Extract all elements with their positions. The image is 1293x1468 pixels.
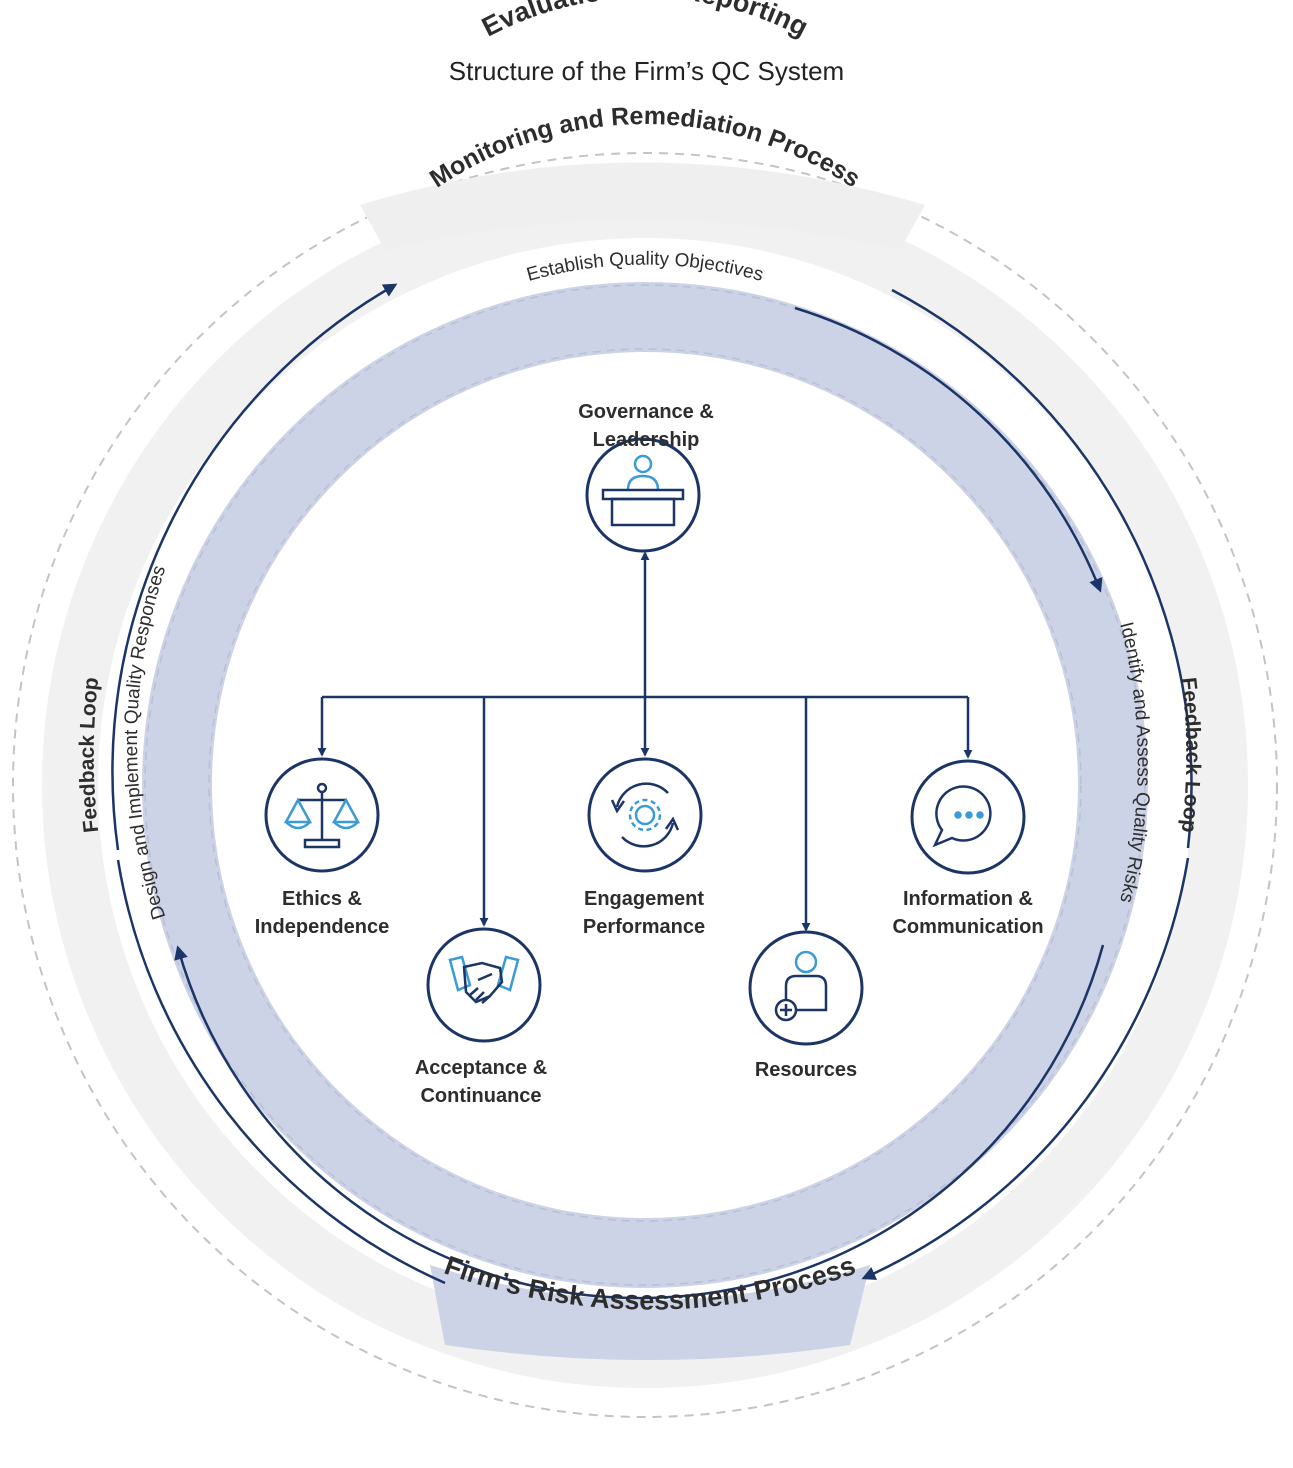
ethics-label-line2: Independence <box>254 916 390 938</box>
engagement-node <box>587 757 703 873</box>
inner-dashed-ring-inner <box>208 348 1082 1222</box>
engagement-label-line2: Performance <box>582 916 706 938</box>
acceptance-label-line1: Acceptance & <box>414 1057 548 1079</box>
component-connectors <box>317 551 973 932</box>
resources-label: Resources <box>686 1056 926 1084</box>
feedback-arrow-left <box>111 283 398 851</box>
governance-label-text: Governance & Leadership <box>578 401 714 451</box>
podium-icon <box>601 454 685 527</box>
handshake-icon <box>448 955 520 1004</box>
scales-icon <box>283 782 361 849</box>
acceptance-label: Acceptance & Continuance <box>361 1054 601 1110</box>
governance-label: Governance & Leadership <box>526 398 766 454</box>
governance-node <box>585 437 701 553</box>
ethics-label-line1: Ethics & <box>281 888 363 910</box>
ethics-node <box>264 757 380 873</box>
acceptance-label-line2: Continuance <box>420 1085 542 1107</box>
process-ring-band <box>142 282 1148 1288</box>
ethics-label: Ethics & Independence <box>202 885 442 941</box>
evaluation-tab <box>360 162 925 250</box>
feedback-arrow-right <box>891 288 1193 849</box>
feedback-loop-right-label: Feedback Loop <box>1177 676 1205 834</box>
resources-node <box>748 930 864 1046</box>
inner-dashed-ring-outer <box>144 284 1146 1286</box>
feedback-loop-left-label: Feedback Loop <box>76 676 104 834</box>
feedback-arrow-bottom-right <box>861 857 1190 1280</box>
acceptance-node <box>426 927 542 1043</box>
person-add-icon <box>774 950 828 1022</box>
engagement-label: Engagement Performance <box>524 885 764 941</box>
risk-assessment-tab <box>430 1265 870 1360</box>
process-arrow-identify-to-design <box>174 944 1105 1300</box>
resources-label-text: Resources <box>754 1059 858 1081</box>
quality-objectives-label: Establish Quality Objectives <box>524 249 765 286</box>
gear-cycle-icon <box>610 782 680 848</box>
page-title: Structure of the Firm’s QC System <box>448 56 845 86</box>
process-arrow-objectives-to-identify <box>794 306 1103 593</box>
evaluation-reporting-label: Evaluation and Reporting <box>477 0 813 42</box>
outer-dashed-ring <box>12 152 1278 1418</box>
information-label-line1: Information & <box>903 888 1033 910</box>
information-node <box>910 759 1026 875</box>
information-label-line2: Communication <box>892 916 1044 938</box>
feedback-arrow-bottom-left <box>116 859 446 1285</box>
information-label: Information & Communication <box>848 885 1088 941</box>
engagement-label-line1: Engagement <box>583 888 705 910</box>
chat-bubble-icon <box>932 785 992 848</box>
